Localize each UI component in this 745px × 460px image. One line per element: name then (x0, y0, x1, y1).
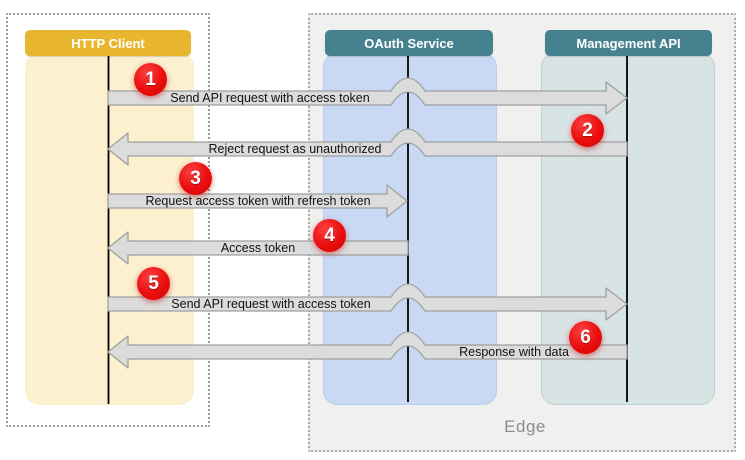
actor-header-management-api: Management API (545, 30, 712, 56)
step-badge-1: 1 (134, 63, 167, 96)
message-label-4: Access token (220, 241, 296, 255)
step-badge-5: 5 (137, 267, 170, 300)
message-label-5: Send API request with access token (171, 297, 371, 311)
actor-label-oauth-service: OAuth Service (364, 35, 454, 51)
step-badge-4: 4 (313, 219, 346, 252)
actor-label-http-client: HTTP Client (71, 35, 145, 51)
message-label-2: Reject request as unauthorized (208, 142, 382, 156)
http-client-activation-bar (25, 53, 194, 405)
actor-header-http-client: HTTP Client (25, 30, 191, 56)
step-badge-2: 2 (571, 114, 604, 147)
actor-header-oauth-service: OAuth Service (325, 30, 493, 56)
step-badge-3: 3 (179, 162, 212, 195)
edge-container-label: Edge (504, 417, 546, 436)
message-label-6: Response with data (459, 345, 569, 359)
message-label-3: Request access token with refresh token (145, 194, 371, 208)
actor-label-management-api: Management API (576, 35, 681, 51)
step-badge-6: 6 (569, 321, 602, 354)
message-label-1: Send API request with access token (170, 91, 370, 105)
